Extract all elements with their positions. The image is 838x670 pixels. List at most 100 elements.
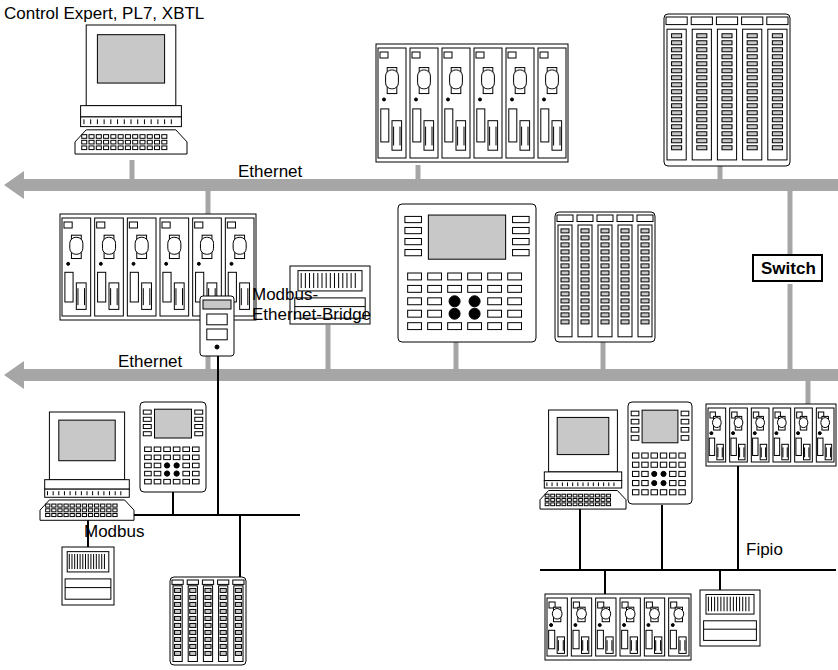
drawing-part xyxy=(579,503,583,506)
drawing-part xyxy=(601,285,609,289)
drawing-part xyxy=(621,271,629,275)
drawing-part xyxy=(235,644,241,648)
drawing-part xyxy=(220,651,226,655)
drawing-part xyxy=(808,447,809,457)
drawing-part xyxy=(200,237,213,254)
drawing-part xyxy=(457,127,458,146)
drawing-part xyxy=(82,509,86,512)
drawing-part xyxy=(200,296,234,356)
drawing-part xyxy=(428,215,505,259)
drawing-part xyxy=(652,471,657,476)
drawing-part xyxy=(582,637,589,654)
drawing-part xyxy=(174,463,179,468)
drawing-part xyxy=(140,146,145,150)
drawing-part xyxy=(641,320,649,324)
drawing-part xyxy=(70,514,74,517)
drawing-part xyxy=(571,598,591,656)
drawing-part xyxy=(611,640,612,651)
drawing-part xyxy=(145,463,152,468)
drawing-part xyxy=(632,471,638,476)
drawing-part xyxy=(719,570,721,592)
drawing-part xyxy=(543,98,546,101)
drawing-part xyxy=(788,284,793,370)
drawing-part xyxy=(81,106,182,117)
drawing-part xyxy=(672,62,682,66)
drawing-part xyxy=(64,491,65,495)
drawing-part xyxy=(175,288,176,305)
drawing-part xyxy=(509,109,517,142)
drawing-part xyxy=(154,463,161,468)
drawing-part xyxy=(732,432,735,435)
drawing-part xyxy=(621,236,629,240)
drawing-part xyxy=(573,499,577,502)
drawing-part xyxy=(816,408,834,462)
drawing-part xyxy=(697,132,707,136)
drawing-part xyxy=(557,417,609,454)
drawing-part xyxy=(596,598,616,656)
drawing-part xyxy=(672,69,682,73)
drawing-part xyxy=(164,455,171,460)
drawing-part xyxy=(641,243,649,247)
drawing-part xyxy=(164,119,165,124)
drawing-part xyxy=(171,119,172,124)
drawing-part xyxy=(104,146,109,150)
drawing-part xyxy=(581,278,589,282)
drawing-part xyxy=(581,306,589,310)
drawing-part xyxy=(508,323,522,330)
drawing-part xyxy=(82,504,86,507)
drawing-part xyxy=(447,98,450,101)
drawing-part xyxy=(709,438,714,455)
drawing-part xyxy=(722,41,732,45)
drawing-part xyxy=(101,504,105,507)
drawing-part xyxy=(96,146,101,150)
drawing-part xyxy=(175,644,181,648)
drawing-part xyxy=(172,490,174,515)
drawing-part xyxy=(46,514,50,517)
drawing-part xyxy=(183,455,190,460)
drawing-part xyxy=(558,640,559,651)
drawing-part xyxy=(197,262,200,265)
drawing-part xyxy=(76,283,86,310)
drawing-part xyxy=(144,119,145,124)
drawing-part xyxy=(567,482,568,486)
drawing-part xyxy=(130,160,135,180)
drawing-part xyxy=(235,637,241,641)
drawing-part xyxy=(581,264,589,268)
bus-stub xyxy=(208,190,209,216)
drawing-part xyxy=(49,412,124,480)
drawing-part xyxy=(89,146,94,150)
drawing-part xyxy=(155,146,160,150)
drawing-part xyxy=(351,273,352,288)
bridge-label: Modbus-Ethernet-Bridge xyxy=(252,285,380,326)
drawing-part xyxy=(765,447,766,457)
drawing-part xyxy=(58,491,59,495)
drawing-part xyxy=(697,97,707,101)
drawing-part xyxy=(445,109,453,142)
drawing-part xyxy=(670,453,676,458)
drawing-part xyxy=(581,243,589,247)
drawing-part xyxy=(767,17,788,25)
drawing-part xyxy=(561,264,569,268)
drawing-part xyxy=(697,48,707,52)
drawing-part xyxy=(727,597,728,612)
drawing-part xyxy=(679,490,685,495)
drawing-part xyxy=(164,463,169,468)
drawing-part xyxy=(601,499,605,502)
network-label: Modbus xyxy=(84,522,144,542)
drawing-part xyxy=(601,264,609,268)
drawing-part xyxy=(474,48,502,158)
drawing-part xyxy=(742,17,763,25)
drawing-part xyxy=(574,624,577,627)
drawing-part xyxy=(601,278,609,282)
network-label: Ethernet xyxy=(118,352,182,372)
drawing-part xyxy=(220,616,226,620)
drawing-part xyxy=(205,602,211,606)
drawing-part xyxy=(47,491,48,495)
drawing-part xyxy=(623,624,626,627)
drawing-part xyxy=(774,438,779,455)
drawing-part xyxy=(772,69,782,73)
drawing-part xyxy=(428,273,442,280)
drawing-part xyxy=(190,623,196,627)
drawing-part xyxy=(561,250,569,254)
drawing-part xyxy=(192,463,199,468)
